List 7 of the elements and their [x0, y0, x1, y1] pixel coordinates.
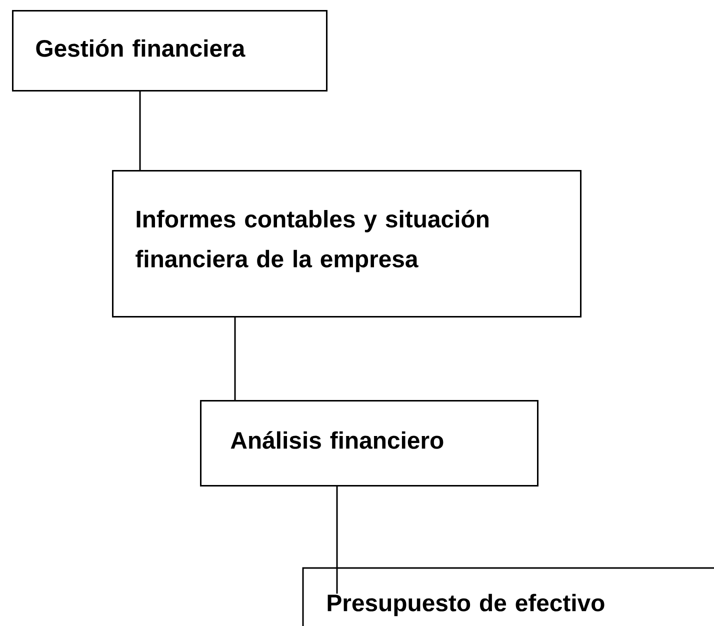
process-box: Presupuesto de efectivo: [302, 567, 714, 626]
connector-line: [336, 486, 338, 594]
connector-line: [234, 318, 236, 400]
process-box: Gestión financiera: [12, 10, 328, 92]
process-box: Informes contables y situación financiera de la empresa: [112, 170, 582, 318]
process-box: Análisis financiero: [200, 400, 538, 486]
connector-line: [139, 92, 141, 170]
